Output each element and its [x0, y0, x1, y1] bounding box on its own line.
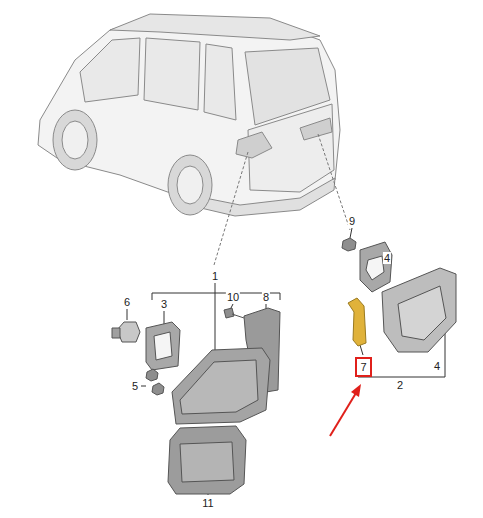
callout-number: 8 — [262, 291, 270, 303]
wheel — [62, 121, 88, 159]
gasket — [146, 322, 180, 370]
gasket-hole — [366, 256, 384, 280]
leader-line — [215, 293, 216, 350]
tailgate-lamp — [382, 268, 456, 352]
leader-line — [360, 345, 363, 355]
nut — [152, 383, 164, 395]
reflector-strip — [348, 298, 366, 346]
leader-line — [141, 386, 146, 387]
tail-light-housing — [172, 348, 270, 424]
callout-number: 6 — [123, 296, 131, 308]
leader-line — [215, 283, 216, 293]
tail-light — [300, 118, 332, 140]
lamp-carrier — [168, 426, 246, 494]
car-window — [80, 38, 140, 102]
pointer-arrow — [330, 384, 361, 436]
wheel — [53, 110, 97, 170]
leader-line — [127, 309, 128, 320]
tail-light — [236, 132, 272, 158]
screw-shank — [232, 314, 244, 318]
car-window — [204, 44, 236, 120]
wheel — [177, 166, 203, 204]
callout-number: 1 — [211, 270, 219, 282]
highlight-box: 7 — [355, 357, 372, 377]
group-bracket — [152, 293, 280, 300]
nut — [342, 238, 356, 251]
car-roof — [110, 14, 320, 40]
lamp-lens — [398, 286, 446, 340]
lamp-carrier-detail — [180, 442, 234, 482]
gasket — [360, 242, 392, 292]
car-window — [144, 38, 200, 110]
locator-line — [318, 134, 350, 230]
callout-number: 7 — [360, 361, 366, 373]
callout-number: 4 — [433, 360, 441, 372]
screw — [224, 308, 234, 318]
gasket-hole — [154, 332, 172, 360]
leader-line — [164, 311, 165, 324]
callout-number: 4 — [383, 252, 391, 264]
callout-number: 2 — [396, 379, 404, 391]
car-body — [38, 18, 340, 210]
callout-number: 3 — [160, 298, 168, 310]
bulb-holder-base — [112, 328, 120, 338]
callout-number: 10 — [226, 291, 240, 303]
tail-light-lens — [180, 360, 258, 414]
nut — [146, 369, 158, 381]
leader-line — [350, 228, 352, 238]
callout-number: 11 — [201, 497, 214, 509]
callout-number: 5 — [131, 380, 139, 392]
callout-number: 9 — [348, 215, 356, 227]
locator-line — [214, 152, 248, 265]
wheel — [168, 155, 212, 215]
